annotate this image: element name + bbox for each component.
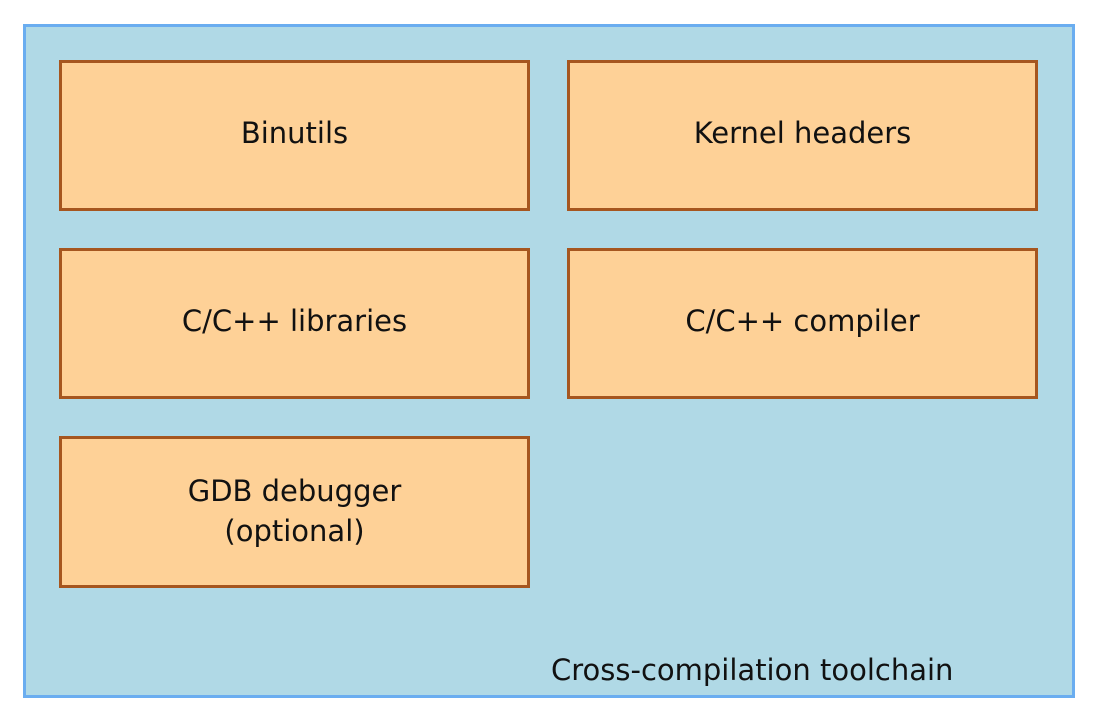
component-box-c-cpp-libraries: C/C++ libraries <box>59 248 530 399</box>
component-box-gdb-debugger: GDB debugger (optional) <box>59 436 530 588</box>
component-label: Binutils <box>240 115 349 150</box>
component-label-line-2: (optional) <box>224 514 365 548</box>
component-label: C/C++ compiler <box>685 303 920 338</box>
component-label: Kernel headers <box>693 115 912 150</box>
component-label: GDB debugger (optional) <box>188 471 402 551</box>
component-box-binutils: Binutils <box>59 60 530 211</box>
component-box-kernel-headers: Kernel headers <box>567 60 1038 211</box>
container-caption: Cross-compilation toolchain <box>551 653 954 687</box>
component-box-c-cpp-compiler: C/C++ compiler <box>567 248 1038 399</box>
component-label-line-1: GDB debugger <box>187 474 402 508</box>
component-label: C/C++ libraries <box>181 303 408 338</box>
